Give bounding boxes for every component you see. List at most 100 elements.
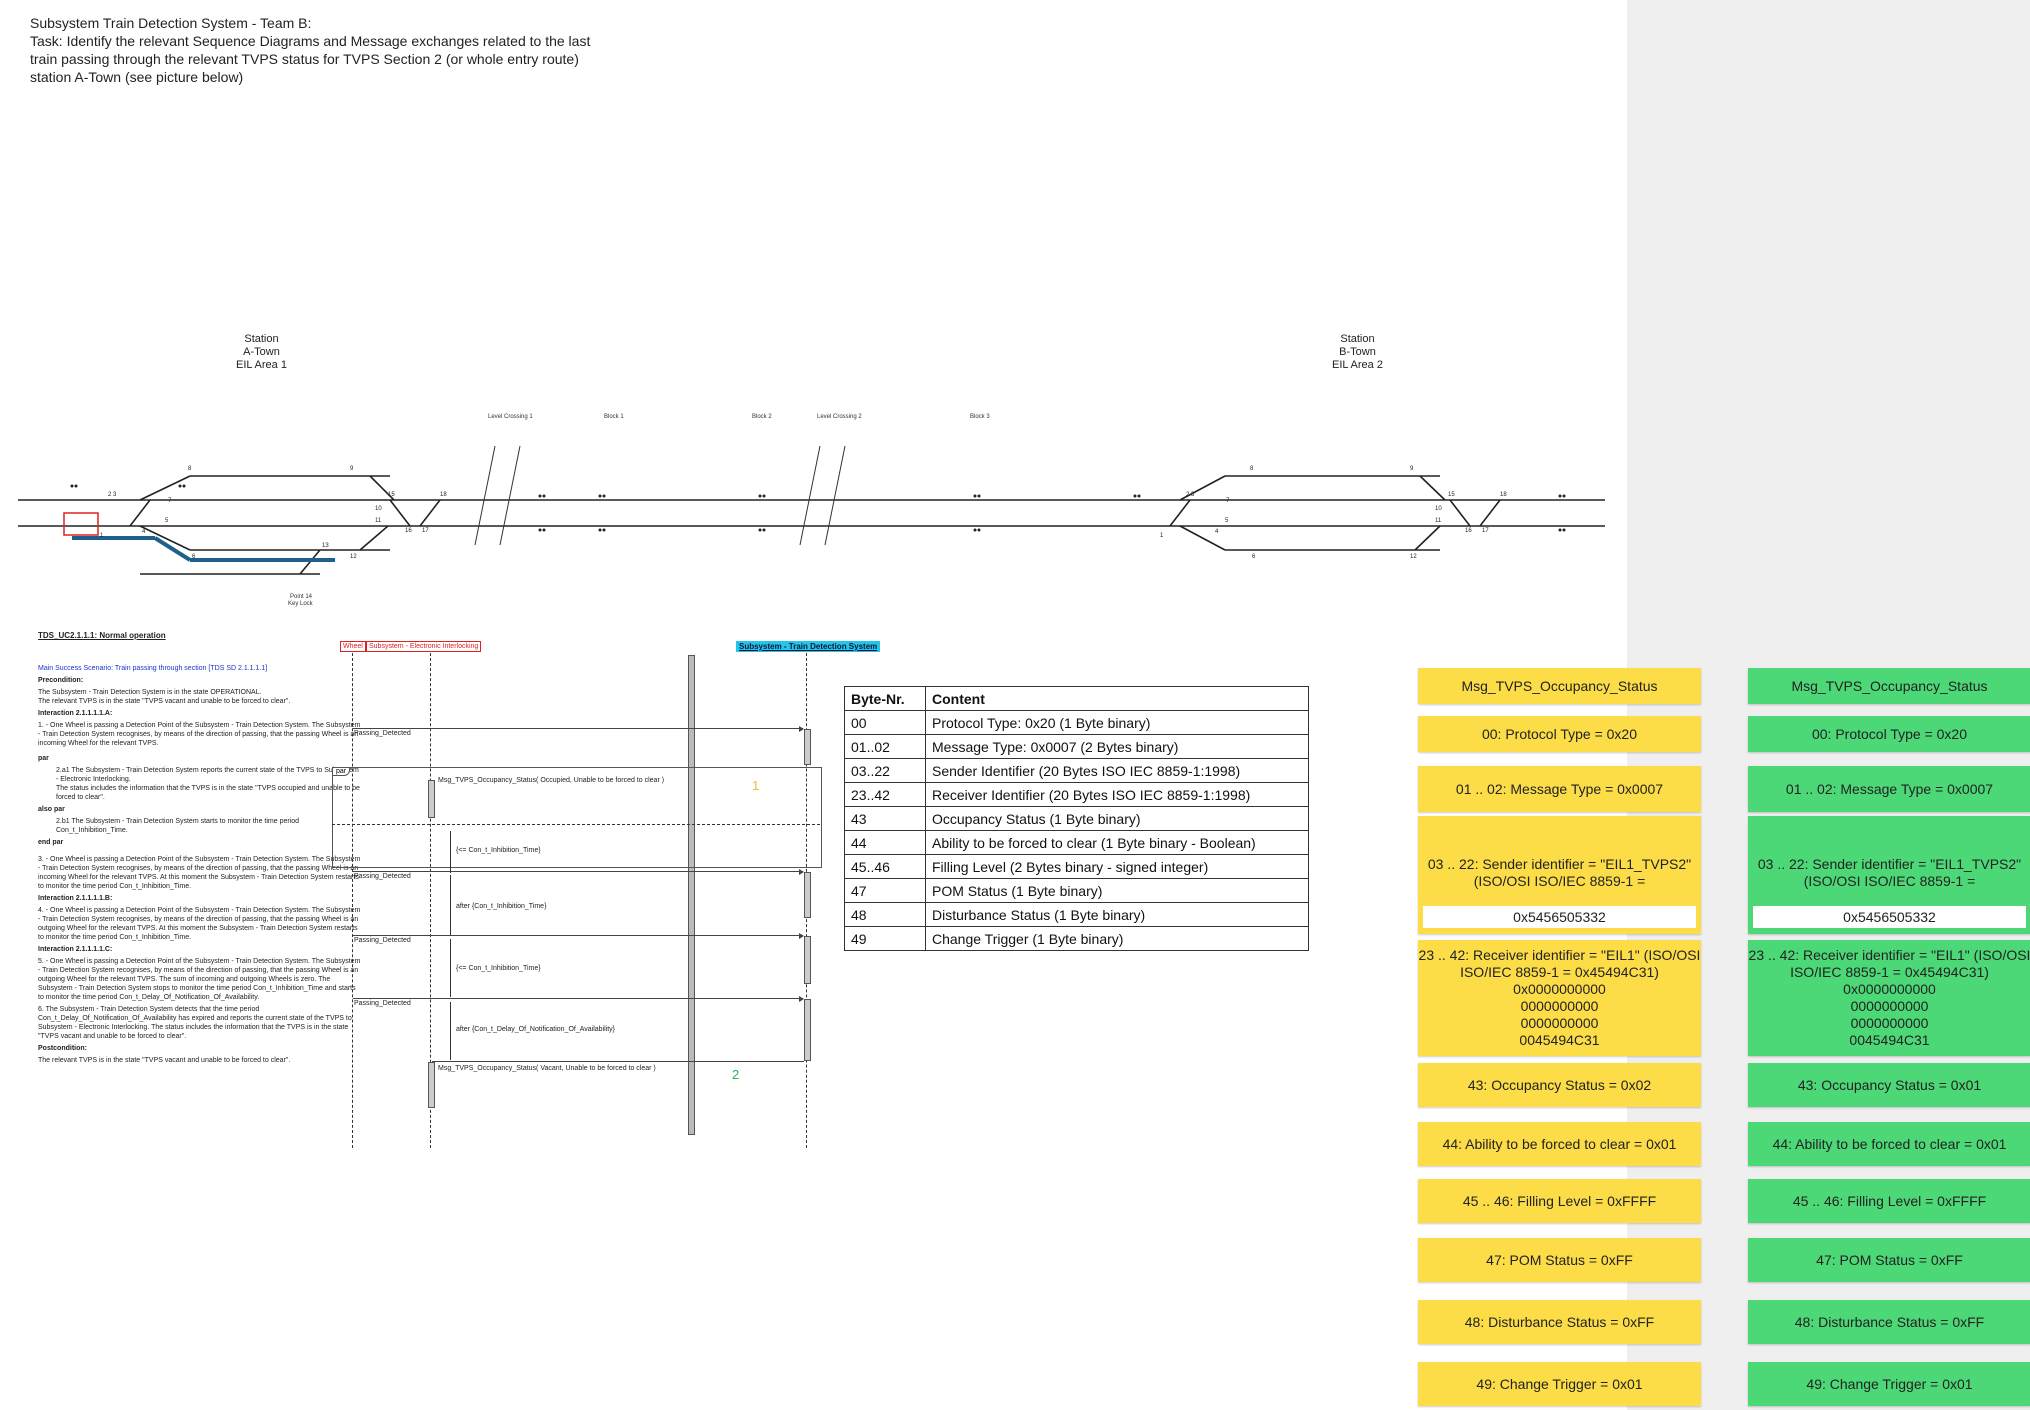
sticky-note-receiver[interactable]: 23 .. 42: Receiver identifier = "EIL1" (… bbox=[1748, 940, 2030, 1056]
sticky-note-ability[interactable]: 44: Ability to be forced to clear = 0x01 bbox=[1748, 1122, 2030, 1166]
svg-text:1: 1 bbox=[100, 533, 104, 539]
arrow-passing-1 bbox=[353, 726, 804, 732]
msg-passing-detected-3: Passing_Detected bbox=[354, 937, 411, 944]
sticky-note-disturbance[interactable]: 48: Disturbance Status = 0xFF bbox=[1418, 1300, 1701, 1344]
svg-text:17: 17 bbox=[1482, 528, 1489, 534]
sticky-note-filling[interactable]: 45 .. 46: Filling Level = 0xFFFF bbox=[1418, 1179, 1701, 1223]
activation-tds-4 bbox=[804, 999, 811, 1061]
sticky-note-msgtype[interactable]: 01 .. 02: Message Type = 0x0007 bbox=[1418, 766, 1701, 812]
svg-text:4: 4 bbox=[1215, 529, 1219, 535]
main-scenario: Main Success Scenario: Train passing thr… bbox=[38, 665, 268, 672]
sticky-note-occupancy[interactable]: 43: Occupancy Status = 0x02 bbox=[1418, 1063, 1701, 1107]
timer-label-3: {<= Con_t_Inhibition_Time} bbox=[456, 965, 541, 972]
svg-text:10: 10 bbox=[375, 506, 382, 512]
sticky-note-title[interactable]: Msg_TVPS_Occupancy_Status bbox=[1748, 668, 2030, 704]
whiteboard-canvas: Subsystem Train Detection System - Team … bbox=[0, 0, 1627, 1410]
sticky-note-pom[interactable]: 47: POM Status = 0xFF bbox=[1748, 1238, 2030, 1282]
return-line bbox=[432, 1061, 804, 1062]
actor-eil: Subsystem - Electronic Interlocking bbox=[366, 641, 482, 652]
block-1-label: Block 1 bbox=[604, 414, 624, 420]
svg-text:9: 9 bbox=[350, 466, 354, 472]
arrow-passing-4 bbox=[353, 996, 804, 1002]
sticky-note-title[interactable]: Msg_TVPS_Occupancy_Status bbox=[1418, 668, 1701, 704]
task-title: Subsystem Train Detection System - Team … bbox=[30, 15, 312, 31]
svg-text:8: 8 bbox=[188, 466, 192, 472]
sticky-note-filling[interactable]: 45 .. 46: Filling Level = 0xFFFF bbox=[1748, 1179, 2030, 1223]
station-a-label: Station A-Town EIL Area 1 bbox=[236, 333, 287, 371]
sticky-note-receiver[interactable]: 23 .. 42: Receiver identifier = "EIL1" (… bbox=[1418, 940, 1701, 1056]
svg-text:13: 13 bbox=[322, 543, 329, 549]
svg-text:2 3: 2 3 bbox=[108, 492, 117, 498]
svg-text:9: 9 bbox=[1410, 466, 1414, 472]
activation-tds-2 bbox=[804, 872, 811, 918]
svg-text:7: 7 bbox=[1226, 498, 1230, 504]
par-separator bbox=[332, 824, 820, 825]
task-description: Subsystem Train Detection System - Team … bbox=[30, 14, 610, 86]
sender-hex-field[interactable]: 0x5456505332 bbox=[1423, 906, 1696, 928]
svg-text:18: 18 bbox=[440, 492, 447, 498]
block-3-label: Block 3 bbox=[970, 414, 990, 420]
activation-eil-1 bbox=[428, 780, 435, 818]
par-fragment bbox=[332, 767, 822, 868]
block-2-label: Block 2 bbox=[752, 414, 772, 420]
timer-inhibition-3 bbox=[450, 939, 451, 997]
svg-text:16: 16 bbox=[1465, 528, 1472, 534]
svg-text:6: 6 bbox=[1252, 554, 1256, 560]
svg-text:5: 5 bbox=[165, 518, 169, 524]
msg-passing-detected-2: Passing_Detected bbox=[354, 873, 411, 880]
svg-text:10: 10 bbox=[1435, 506, 1442, 512]
sender-hex-field[interactable]: 0x5456505332 bbox=[1753, 906, 2026, 928]
marker-2: 2 bbox=[732, 1067, 740, 1082]
activation-tds-1 bbox=[804, 729, 811, 765]
marker-1: 1 bbox=[752, 778, 760, 793]
activation-eil-2 bbox=[428, 1062, 435, 1108]
svg-text:5: 5 bbox=[1225, 518, 1229, 524]
svg-text:7: 7 bbox=[168, 498, 172, 504]
sticky-note-pom[interactable]: 47: POM Status = 0xFF bbox=[1418, 1238, 1701, 1282]
msg-passing-detected-1: Passing_Detected bbox=[354, 730, 411, 737]
activation-tds-3 bbox=[804, 936, 811, 984]
sticky-note-trigger[interactable]: 49: Change Trigger = 0x01 bbox=[1418, 1362, 1701, 1406]
sticky-note-msgtype[interactable]: 01 .. 02: Message Type = 0x0007 bbox=[1748, 766, 2030, 812]
svg-text:11: 11 bbox=[1435, 518, 1442, 524]
svg-text:6: 6 bbox=[192, 554, 196, 560]
central-activation-bar bbox=[688, 655, 695, 1135]
sticky-note-disturbance[interactable]: 48: Disturbance Status = 0xFF bbox=[1748, 1300, 2030, 1344]
svg-text:2 3: 2 3 bbox=[1186, 492, 1195, 498]
task-text: Task: Identify the relevant Sequence Dia… bbox=[30, 33, 591, 85]
table-header: Byte-Nr. Content bbox=[844, 686, 1309, 711]
timer-delay bbox=[450, 1002, 451, 1060]
svg-text:15: 15 bbox=[1448, 492, 1455, 498]
sticky-note-occupancy[interactable]: 43: Occupancy Status = 0x01 bbox=[1748, 1063, 2030, 1107]
actor-wheel: Wheel bbox=[340, 641, 366, 652]
arrow-passing-2 bbox=[353, 869, 804, 875]
sequence-diagram: TDS_UC2.1.1.1: Normal operation Main Suc… bbox=[30, 625, 892, 1150]
svg-text:4: 4 bbox=[142, 529, 146, 535]
sticky-note-trigger[interactable]: 49: Change Trigger = 0x01 bbox=[1748, 1362, 2030, 1406]
svg-text:16: 16 bbox=[405, 528, 412, 534]
lifeline-wheel bbox=[352, 653, 353, 1148]
msg-occupancy-occupied: Msg_TVPS_Occupancy_Status( Occupied, Una… bbox=[438, 777, 665, 784]
sticky-note-protocol[interactable]: 00: Protocol Type = 0x20 bbox=[1418, 716, 1701, 752]
sticky-note-protocol[interactable]: 00: Protocol Type = 0x20 bbox=[1748, 716, 2030, 752]
key-lock-label: Key Lock bbox=[288, 601, 313, 607]
svg-text:1: 1 bbox=[1160, 533, 1164, 539]
actor-tds: Subsystem - Train Detection System bbox=[736, 641, 881, 652]
msg-occupancy-vacant: Msg_TVPS_Occupancy_Status( Vacant, Unabl… bbox=[438, 1065, 656, 1072]
arrow-passing-3 bbox=[353, 933, 804, 939]
timer-label-4: after {Con_t_Delay_Of_Notification_Of_Av… bbox=[456, 1026, 616, 1033]
svg-text:11: 11 bbox=[375, 518, 382, 524]
lifeline-eil bbox=[430, 653, 431, 1148]
sticky-note-ability[interactable]: 44: Ability to be forced to clear = 0x01 bbox=[1418, 1122, 1701, 1166]
station-b-label: Station B-Town EIL Area 2 bbox=[1332, 333, 1383, 371]
timer-label-2: after {Con_t_Inhibition_Time} bbox=[456, 903, 547, 910]
